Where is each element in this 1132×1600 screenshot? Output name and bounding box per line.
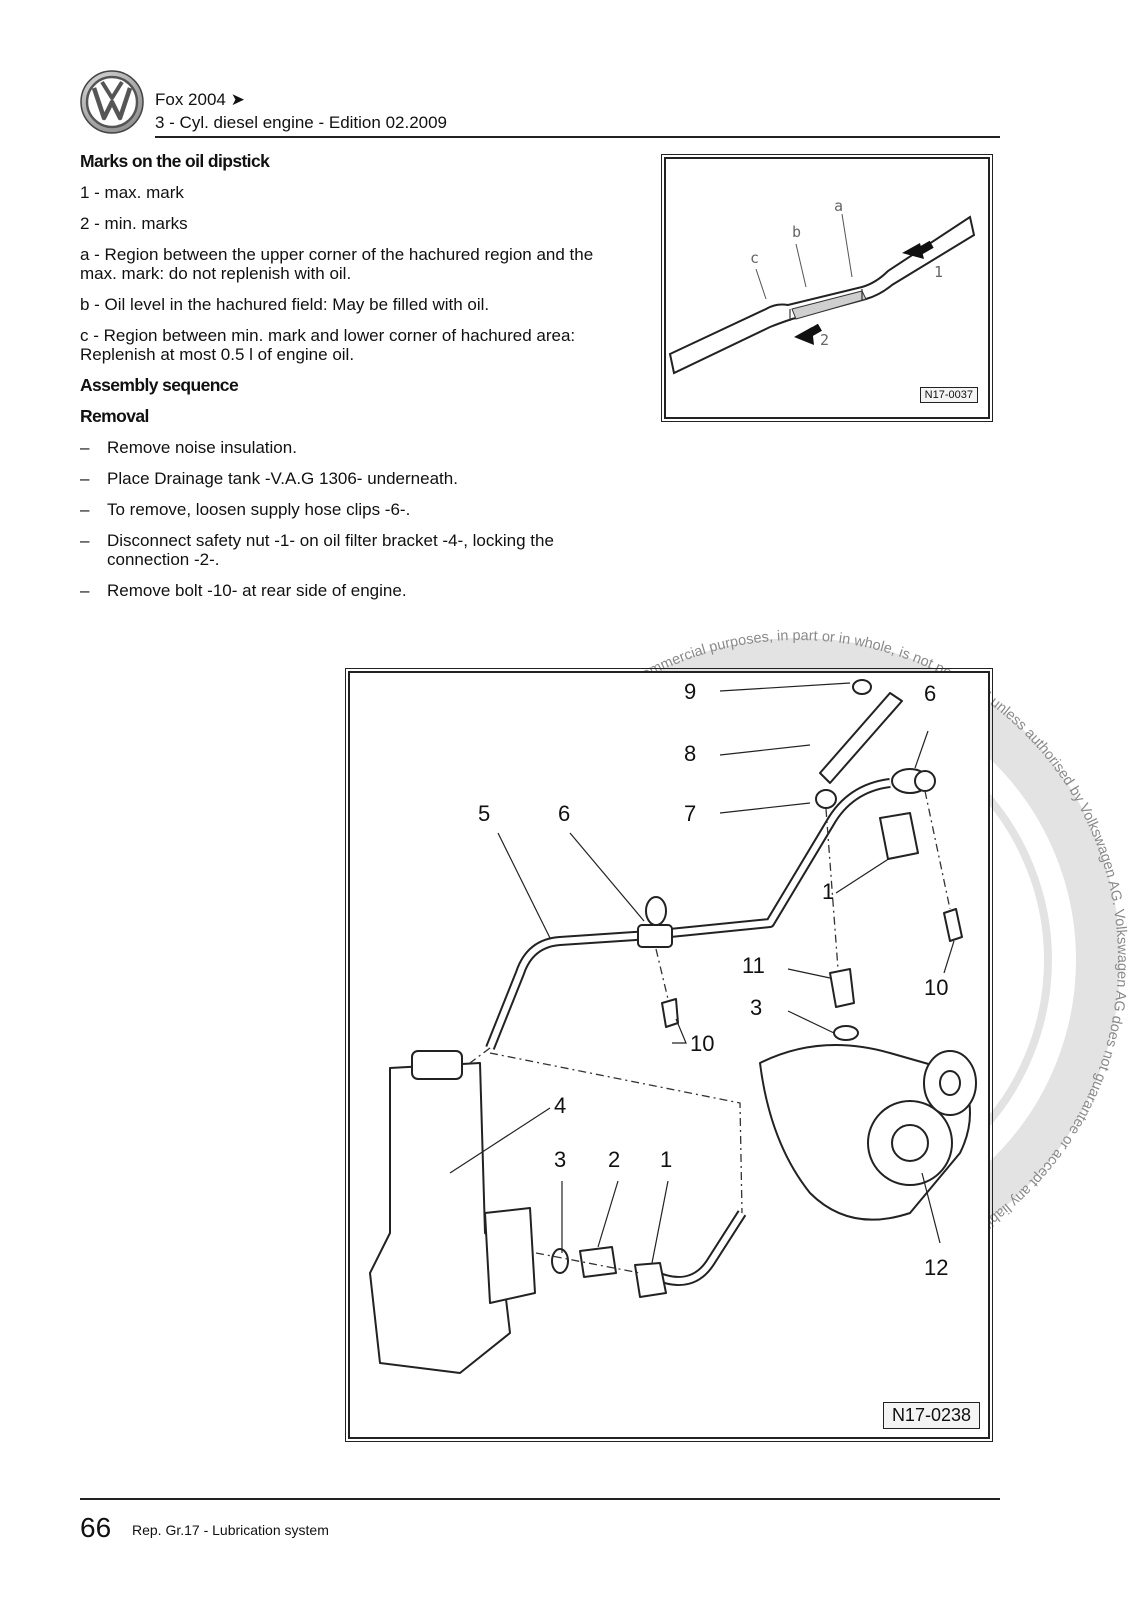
label-8: 8 <box>684 741 697 766</box>
label-1: 1 <box>822 879 835 904</box>
heading-assembly: Assembly sequence <box>80 375 239 395</box>
header-rule <box>155 136 1000 138</box>
figure-ref-top: N17-0037 <box>919 387 978 403</box>
label-11: 11 <box>742 953 765 978</box>
dipstick-figure: a b c 1 2 N17-0037 <box>661 154 993 422</box>
page-header: Fox 2004 ➤ 3 - Cyl. diesel engine - Edit… <box>80 62 1000 138</box>
label-12: 12 <box>924 1255 949 1280</box>
heading-removal: Removal <box>80 406 149 426</box>
label-10: 10 <box>690 1031 715 1056</box>
oil-line-drawing <box>369 679 977 1374</box>
heading-dipstick: Marks on the oil dipstick <box>80 151 270 171</box>
list-item: –Remove bolt -10- at rear side of engine… <box>80 581 407 600</box>
footer-section: Rep. Gr.17 - Lubrication system <box>132 1522 329 1538</box>
label-5: 5 <box>478 801 491 826</box>
label-c: c <box>750 249 760 267</box>
label-3: 3 <box>554 1147 567 1172</box>
label-6: 6 <box>558 801 571 826</box>
label-1: 1 <box>660 1147 673 1172</box>
label-9: 9 <box>684 679 697 704</box>
list-item: –Remove noise insulation. <box>80 438 297 457</box>
mark-item: 1 - max. mark <box>80 183 184 202</box>
removal-steps: –Remove noise insulation. –Place Drainag… <box>80 438 620 600</box>
page-number: 66 <box>80 1512 112 1543</box>
label-b: b <box>792 223 802 241</box>
label-2: 2 <box>820 331 830 349</box>
label-2: 2 <box>608 1147 621 1172</box>
mark-item: 2 - min. marks <box>80 214 188 233</box>
list-item: –Place Drainage tank -V.A.G 1306- undern… <box>80 469 458 488</box>
mark-item: c - Region between min. mark and lower c… <box>80 326 576 364</box>
mark-item: a - Region between the upper corner of t… <box>80 245 594 283</box>
oil-line-figure: 9 6 8 7 5 6 1 11 10 3 10 4 3 2 1 12 N17-… <box>345 668 993 1442</box>
label-10: 10 <box>924 975 949 1000</box>
label-3: 3 <box>750 995 763 1020</box>
footer-rule <box>80 1498 1000 1500</box>
label-4: 4 <box>554 1093 567 1118</box>
label-6: 6 <box>924 681 937 706</box>
list-item: –Disconnect safety nut -1- on oil filter… <box>80 531 554 569</box>
header-edition: 3 - Cyl. diesel engine - Edition 02.2009 <box>155 113 448 132</box>
figure-ref-main: N17-0238 <box>882 1402 980 1429</box>
list-item: –To remove, loosen supply hose clips -6-… <box>80 500 411 519</box>
page-footer: 66 Rep. Gr.17 - Lubrication system <box>80 1498 1000 1558</box>
header-model: Fox 2004 ➤ <box>155 90 245 109</box>
label-7: 7 <box>684 801 697 826</box>
mark-item: b - Oil level in the hachured field: May… <box>80 295 490 314</box>
dipstick-drawing <box>668 213 976 375</box>
label-1: 1 <box>934 263 944 281</box>
main-text: Marks on the oil dipstick 1 - max. mark … <box>80 152 620 612</box>
vw-logo <box>80 70 144 134</box>
label-a: a <box>834 197 844 215</box>
